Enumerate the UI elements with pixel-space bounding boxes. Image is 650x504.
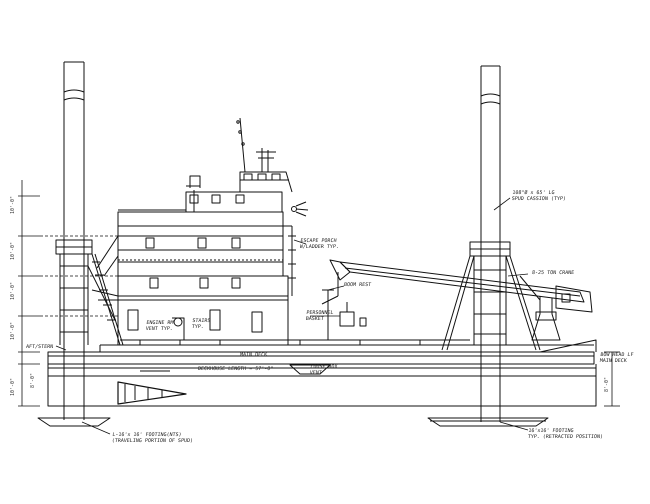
deckhouse-length-label: DECKHOUSE LENGTH = 57'-0" [197, 366, 274, 372]
crane [321, 259, 593, 341]
stairs-label: STAIRS TYP. [191, 318, 211, 330]
personnel-basket-label: PERSONNEL BASKET [305, 310, 334, 322]
engine-room-vent-label: ENGINE RM VENT TYP. [145, 320, 174, 332]
boom-rest-label: BOOM REST [343, 282, 372, 288]
aft-spud [37, 61, 124, 427]
dimension-label: 10'-0" [10, 321, 16, 340]
aft-footing-label: L-16'x 16' FOOTING(NTS) (TRAVELING PORTI… [111, 432, 194, 444]
dimension-label: 10'-0" [10, 241, 16, 260]
barge-hull [47, 339, 597, 407]
escape-porch-label: ESCAPE PORCH W/LADDER TYP. [299, 238, 340, 250]
dimension-label: 8'-0" [604, 376, 610, 392]
bow-head-label: BOW HEAD LF MAIN DECK [599, 352, 634, 364]
crane-note-label: 8-25 TON CRANE [531, 270, 575, 276]
fwd-footing-label: 16'x16' FOOTING TYP. (RETRACTED POSITION… [527, 428, 604, 440]
aft-stern-label: AFT/STERN [25, 344, 54, 350]
forward-spud [427, 65, 549, 427]
deckhouse [91, 117, 309, 346]
dimension-label: 10'-0" [10, 195, 16, 214]
dimension-label: 8'-0" [30, 372, 36, 388]
loose-box-vent-label: LOOSE BOX VENT [309, 364, 338, 376]
dimension-label: 10'-0" [10, 281, 16, 300]
dimension-label: 10'-0" [10, 377, 16, 396]
spud-note-label: 108"Ø x 65' LG SPUD CASSION (TYP) [511, 190, 567, 202]
main-deck-label: MAIN DECK [239, 352, 268, 358]
elevation-dimensions [18, 180, 620, 435]
